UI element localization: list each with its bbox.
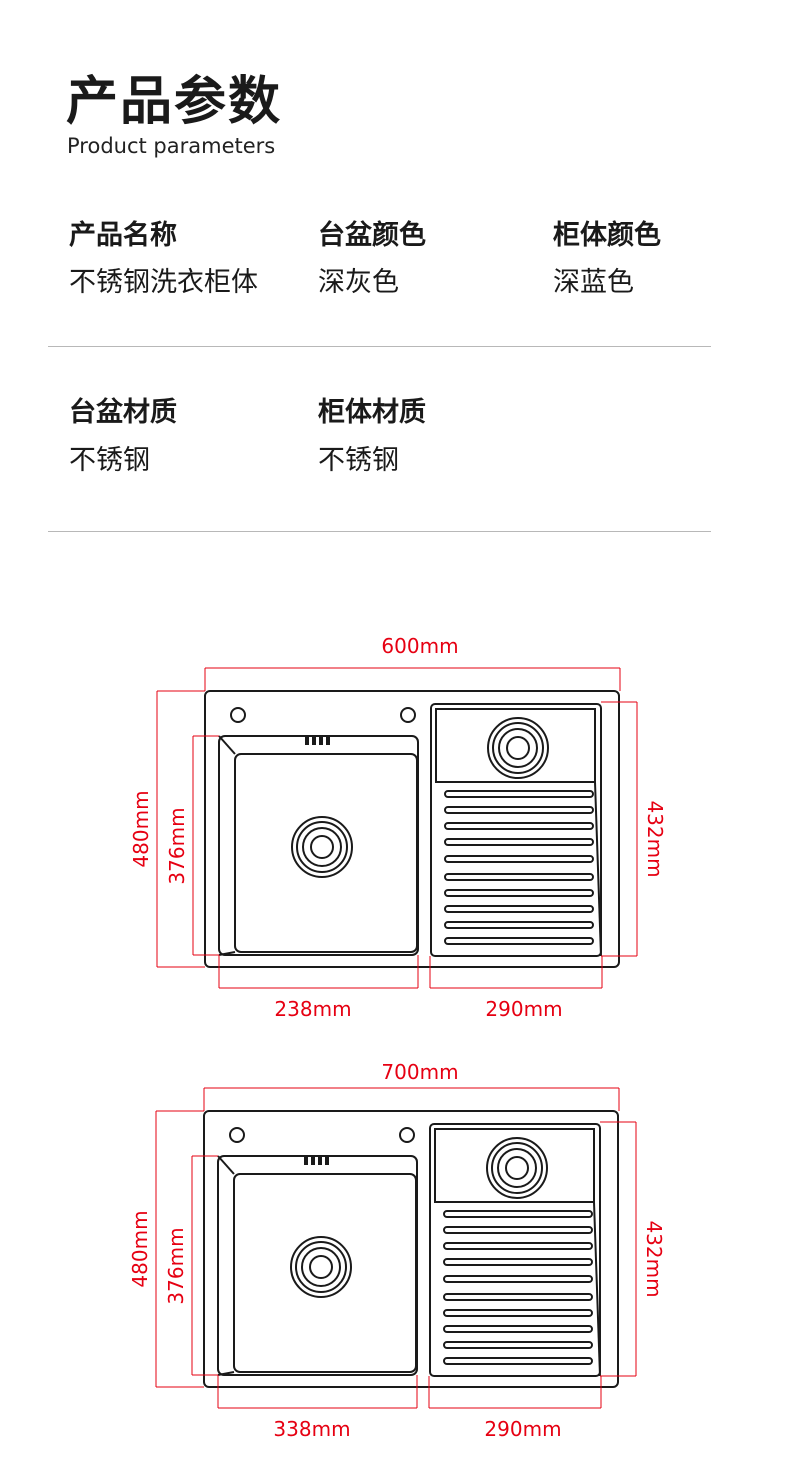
divider-2	[48, 531, 711, 532]
param-value-basin-color: 深灰色	[318, 267, 399, 298]
dim-depth: 480mm	[129, 790, 153, 867]
divider-1	[48, 346, 711, 347]
dim-basin-width: 238mm	[274, 997, 351, 1021]
washboard-ridges	[444, 790, 594, 945]
param-value-product-name: 不锈钢洗衣柜体	[69, 267, 258, 298]
sink-outline	[203, 1110, 619, 1388]
dim-board-depth: 432mm	[643, 800, 667, 877]
dim-basin-depth: 376mm	[165, 807, 189, 884]
faucet-hole-icon	[230, 707, 246, 723]
dim-board-width: 290mm	[485, 997, 562, 1021]
page-subtitle: Product parameters	[67, 134, 276, 158]
param-value-basin-material: 不锈钢	[69, 445, 150, 476]
dim-board-depth: 432mm	[642, 1220, 666, 1297]
param-value-cabinet-color: 深蓝色	[553, 267, 634, 298]
sink-outline	[204, 690, 620, 968]
dim-total-width: 600mm	[381, 634, 458, 658]
page-title: 产品参数	[66, 72, 283, 132]
param-label-product-name: 产品名称	[69, 220, 177, 251]
overflow-vent-icon	[305, 737, 330, 745]
param-label-basin-material: 台盆材质	[69, 397, 177, 428]
param-label-basin-color: 台盆颜色	[318, 220, 426, 251]
dimension-lines	[155, 1087, 637, 1409]
dim-basin-depth: 376mm	[164, 1227, 188, 1304]
dim-basin-width: 338mm	[273, 1417, 350, 1441]
sink-dimension-diagram-600: 600mm 480mm 376mm 432mm 238mm 290mm	[129, 634, 667, 1021]
param-label-cabinet-material: 柜体材质	[318, 397, 426, 428]
basin-drain-icon	[290, 1236, 352, 1298]
board-drain-icon	[486, 1137, 548, 1199]
overflow-vent-icon	[304, 1157, 329, 1165]
faucet-hole-icon	[400, 707, 416, 723]
faucet-hole-icon	[399, 1127, 415, 1143]
washboard-ridges	[443, 1210, 593, 1365]
basin-drain-icon	[291, 816, 353, 878]
dim-depth: 480mm	[128, 1210, 152, 1287]
dim-board-width: 290mm	[484, 1417, 561, 1441]
board-drain-icon	[487, 717, 549, 779]
param-label-cabinet-color: 柜体颜色	[553, 220, 661, 251]
param-value-cabinet-material: 不锈钢	[318, 445, 399, 476]
sink-dimension-diagram-700: 700mm 480mm 376mm 432mm 338mm 290mm	[128, 1060, 666, 1441]
faucet-hole-icon	[229, 1127, 245, 1143]
dim-total-width: 700mm	[381, 1060, 458, 1084]
dimension-lines	[156, 667, 638, 989]
